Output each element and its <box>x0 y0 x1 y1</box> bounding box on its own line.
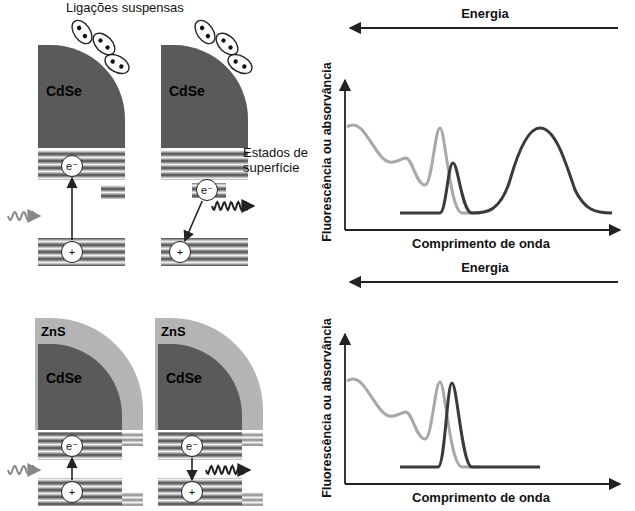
incoming-light <box>8 212 40 220</box>
bond-electron <box>118 63 124 69</box>
zns-shell: ZnS CdSe <box>35 318 143 430</box>
charge-carrier: + <box>169 241 191 263</box>
axis-label: Fluorescência ou absorvância <box>320 318 334 497</box>
x-axis <box>345 483 620 485</box>
axis-label: Energia <box>461 7 509 22</box>
shell-band <box>242 432 263 446</box>
cdse-core: CdSe <box>158 344 242 430</box>
shape-fill <box>35 318 143 430</box>
shape-fill <box>38 45 125 148</box>
charge-carrier: e⁻ <box>61 155 83 177</box>
material-label: CdSe <box>166 370 202 386</box>
shell-band <box>122 432 143 446</box>
bond-electron <box>76 25 82 31</box>
emission-curve <box>400 383 540 467</box>
carrier-label: + <box>189 487 195 498</box>
shell-band <box>242 492 263 506</box>
absorption-curve <box>347 125 480 213</box>
carrier-label: e⁻ <box>66 441 78 452</box>
axis-label: Comprimento de onda <box>412 237 550 252</box>
dangling-bond <box>68 17 96 47</box>
shell-band <box>122 492 143 506</box>
bond-electron <box>233 58 239 64</box>
y-axis <box>344 80 346 230</box>
charge-carrier: e⁻ <box>61 435 83 457</box>
shape-fill <box>38 344 122 430</box>
conduction-band <box>161 150 248 180</box>
emitted-light <box>206 466 250 474</box>
bond-orbital <box>68 17 96 47</box>
cdse-core: CdSe <box>38 45 125 148</box>
bond-orbital <box>191 17 219 47</box>
transition-arrow <box>71 178 73 240</box>
surface-state-band <box>101 185 125 199</box>
carrier-label: + <box>177 247 183 258</box>
annotation: Ligações suspensas <box>66 1 184 16</box>
conduction-band <box>38 432 122 460</box>
axis-label: Energia <box>461 261 509 276</box>
axis-label: Comprimento de onda <box>412 491 550 506</box>
shape-fill <box>155 318 263 430</box>
zns-shell: ZnS CdSe <box>155 318 263 430</box>
energy-arrow <box>350 281 618 283</box>
bond-electron <box>82 33 88 39</box>
bond-electron <box>227 44 233 50</box>
shape-fill <box>158 344 242 430</box>
cdse-core: CdSe <box>38 344 122 430</box>
bond-electron <box>199 25 205 31</box>
carrier-label: e⁻ <box>186 441 198 452</box>
bond-electron <box>241 63 247 69</box>
x-axis <box>345 229 620 231</box>
emitted-light <box>212 202 254 210</box>
energy-arrow <box>350 27 618 29</box>
shape-fill <box>161 45 248 148</box>
cdse-core: CdSe <box>161 45 248 148</box>
incoming-light <box>8 466 40 474</box>
material-label: ZnS <box>41 324 66 339</box>
bond-electron <box>97 37 103 43</box>
valence-band <box>161 238 248 266</box>
annotation: Estados de superfície <box>243 146 333 176</box>
charge-carrier: + <box>61 241 83 263</box>
bond-electron <box>104 44 110 50</box>
bond-electron <box>205 33 211 39</box>
conduction-band <box>38 150 125 180</box>
material-label: CdSe <box>46 370 82 386</box>
shape-outline <box>158 344 242 430</box>
material-label: ZnS <box>161 324 186 339</box>
material-label: CdSe <box>46 83 82 99</box>
valence-band <box>158 478 242 506</box>
dangling-bond <box>191 17 219 47</box>
charge-carrier: + <box>61 481 83 503</box>
conduction-band <box>158 432 242 460</box>
transition-arrow <box>185 201 202 241</box>
valence-band <box>38 238 125 266</box>
y-axis <box>344 334 346 484</box>
carrier-label: + <box>69 247 75 258</box>
charge-carrier: e⁻ <box>196 179 218 201</box>
valence-band <box>38 478 122 506</box>
transition-arrow <box>71 458 73 480</box>
emission-curve <box>400 128 612 213</box>
charge-carrier: + <box>181 481 203 503</box>
shape-outline <box>38 344 122 430</box>
material-label: CdSe <box>169 83 205 99</box>
bond-electron <box>220 37 226 43</box>
transition-arrow <box>191 458 193 480</box>
carrier-label: e⁻ <box>66 161 78 172</box>
axis-label: Fluorescência ou absorvância <box>320 62 334 241</box>
charge-carrier: e⁻ <box>181 435 203 457</box>
bond-electron <box>110 58 116 64</box>
carrier-label: e⁻ <box>201 185 213 196</box>
carrier-label: + <box>69 487 75 498</box>
